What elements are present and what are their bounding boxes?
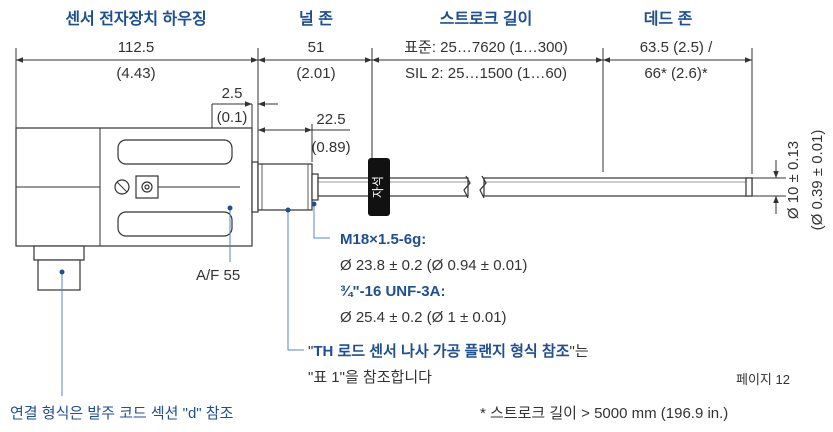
header-housing: 센서 전자장치 하우징	[65, 10, 206, 28]
page-reference: 페이지 12	[736, 372, 790, 387]
flange-note-line1: "TH 로드 센서 나사 가공 플랜지 형식 참조"는	[308, 343, 589, 360]
flange-note-suffix: "는	[570, 343, 589, 360]
thread-callout	[313, 204, 330, 239]
flange-callout	[287, 210, 304, 351]
header-stroke-length: 스트로크 길이	[440, 10, 533, 28]
label-af: A/F 55	[196, 267, 240, 284]
sensor-rod	[317, 177, 753, 197]
dim-null-mm: 51	[308, 39, 325, 56]
dim-null-in: (2.01)	[296, 65, 335, 82]
thread-unf-value: Ø 25.4 ± 0.2 (Ø 1 ± 0.01)	[340, 309, 507, 326]
dim-housing-in: (4.43)	[116, 65, 155, 82]
header-null-zone: 널 존	[299, 10, 333, 28]
thread-m18-title: M18×1.5-6g:	[340, 231, 426, 248]
flange-thread	[251, 161, 319, 213]
dim-housing-mm: 112.5	[118, 39, 154, 56]
dim-flange-mm: 2.5	[222, 85, 243, 102]
footnote-stroke-length: * 스트로크 길이 > 5000 mm (196.9 in.)	[480, 405, 728, 422]
rod-break-marks	[463, 175, 487, 199]
sensor-housing	[15, 127, 253, 247]
thread-dimension	[258, 124, 350, 162]
connector	[33, 245, 85, 291]
dim-stroke-sil2: SIL 2: 25…1500 (1…60)	[405, 65, 567, 82]
connector-callout-dot	[59, 269, 65, 275]
dim-thread-mm: 22.5	[316, 111, 345, 128]
connector-note: 연결 형식은 발주 코드 섹션 "d" 참조	[10, 405, 234, 422]
header-dead-zone: 데드 존	[644, 10, 693, 28]
dim-rod-diameter-mm: Ø 10 ± 0.13	[785, 141, 802, 219]
thread-unf-title: ¾"-16 UNF-3A:	[340, 283, 445, 300]
dim-flange-in: (0.1)	[217, 109, 248, 126]
magnet-label: 자석	[371, 176, 385, 198]
thread-m18-value: Ø 23.8 ± 0.2 (Ø 0.94 ± 0.01)	[340, 257, 527, 274]
dim-dead-zone-line2: 66* (2.6)*	[644, 65, 708, 82]
dim-rod-diameter-in: (Ø 0.39 ± 0.01)	[809, 130, 826, 231]
flange-note-line2: "표 1"을 참조합니다	[308, 369, 432, 386]
flange-note-open-quote: "	[308, 343, 313, 360]
af-callout-dot	[227, 205, 233, 211]
flange-note-bold: TH 로드 센서 나사 가공 플랜지 형식 참조	[313, 343, 569, 360]
dim-dead-zone-line1: 63.5 (2.5) /	[640, 39, 713, 56]
magnet	[368, 158, 390, 216]
dim-thread-in: (0.89)	[311, 139, 350, 156]
rod-diameter-dimension	[752, 160, 786, 214]
thread-callout-dot	[311, 201, 317, 207]
dim-stroke-standard: 표준: 25…7620 (1…300)	[404, 39, 568, 56]
flange-callout-dot	[285, 207, 291, 213]
